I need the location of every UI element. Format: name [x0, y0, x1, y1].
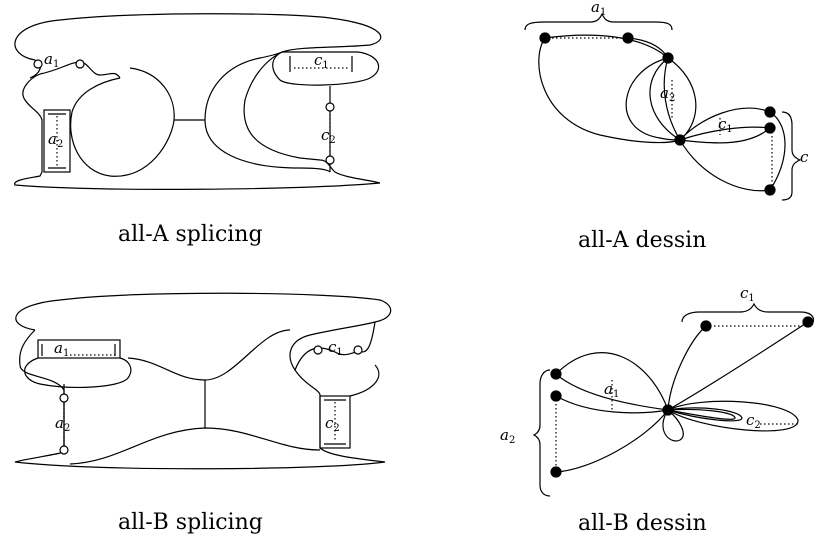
b-dessin-vertex-4: [701, 321, 711, 331]
b-dessin-petal-inner: [668, 408, 742, 421]
b-splicing-label-a2: a2: [55, 414, 71, 434]
a-splicing-a1-arc: [40, 62, 120, 78]
b-dessin-edge-5: [668, 326, 706, 410]
caption-all-b-dessin: all-B dessin: [578, 511, 707, 536]
b-splicing-right-bump: [350, 365, 379, 396]
b-dessin-brace-a2: [534, 370, 550, 496]
a-dessin-lens-left: [650, 58, 680, 140]
a-dessin-vertex-1: [540, 33, 550, 43]
a-splicing-node-3: [326, 103, 334, 111]
caption-all-a-splicing: all-A splicing: [118, 222, 263, 247]
b-dessin-small-loop: [663, 410, 683, 441]
b-dessin-vertex-3: [551, 467, 561, 477]
a-dessin-label-a1: a1: [591, 0, 607, 18]
a-splicing-diagram: [15, 14, 381, 190]
b-splicing-lower-arc: [70, 428, 320, 464]
b-dessin-brace-c1: [682, 304, 814, 322]
caption-all-a-dessin: all-A dessin: [578, 228, 707, 253]
b-dessin-label-c1: c1: [740, 284, 755, 304]
a-dessin-vertex-4: [765, 107, 775, 117]
a-splicing-outer-loop: [15, 14, 381, 190]
a-splicing-left-lobe: [71, 68, 175, 176]
a-dessin-petal-3: [680, 128, 770, 143]
a-dessin-lens-inner: [664, 58, 680, 140]
a-dessin-label-c2: c: [800, 148, 809, 166]
b-splicing-a1-box: [37, 339, 121, 359]
b-dessin-label-c2: c2: [746, 411, 761, 431]
b-dessin-label-a1: a1: [604, 380, 620, 400]
a-dessin-edge-outer: [539, 38, 680, 143]
a-splicing-a2-box: [43, 109, 71, 173]
a-dessin-brace-a1: [525, 14, 672, 30]
b-splicing-label-a1: a1: [54, 339, 70, 359]
b-dessin-vertex-5: [803, 317, 813, 327]
b-dessin-edge-2: [556, 374, 668, 410]
b-splicing-node-1: [60, 394, 68, 402]
a-splicing-label-a1: a1: [44, 50, 60, 70]
a-dessin-petal-5: [770, 112, 785, 190]
b-dessin-petal-outer: [668, 401, 798, 431]
b-splicing-a1-lobe: [25, 358, 131, 387]
a-splicing-right-lobe-lower: [205, 120, 330, 172]
b-dessin-edge-4: [556, 410, 668, 472]
b-splicing-outer-loop: [15, 293, 391, 469]
a-dessin-vertex-2: [623, 33, 633, 43]
a-dessin-petal-4: [680, 140, 770, 191]
b-dessin-diagram: [534, 304, 814, 496]
a-splicing-label-a2: a2: [48, 130, 64, 150]
a-dessin-label-a2: a2: [660, 84, 676, 104]
b-dessin-vertex-2: [551, 391, 561, 401]
a-dessin-label-c1: c1: [718, 115, 733, 135]
b-splicing-node-2: [60, 446, 68, 454]
b-splicing-c1-arc: [295, 322, 375, 370]
a-dessin-vertex-6: [765, 185, 775, 195]
b-dessin-vertex-1: [551, 369, 561, 379]
b-dessin-edge-1: [556, 353, 668, 410]
b-dessin-edge-6: [668, 322, 808, 410]
b-splicing-node-4: [354, 346, 362, 354]
a-splicing-node-2: [76, 60, 84, 68]
a-dessin-petal-1: [680, 108, 770, 140]
b-splicing-label-c2: c2: [325, 414, 340, 434]
a-dessin-vertex-center: [675, 135, 685, 145]
a-dessin-loop: [626, 58, 680, 140]
b-splicing-diagram: [15, 293, 391, 469]
a-dessin-vertex-3: [663, 53, 673, 63]
a-splicing-label-c1: c1: [314, 51, 329, 71]
b-dessin-label-a2: a2: [500, 426, 516, 446]
a-dessin-vertex-5: [765, 123, 775, 133]
b-splicing-upper-arc: [128, 330, 290, 380]
a-dessin-brace-c2: [782, 112, 800, 200]
caption-all-b-splicing: all-B splicing: [118, 510, 263, 535]
a-splicing-node-4: [326, 156, 334, 164]
b-dessin-vertex-center: [663, 405, 673, 415]
a-dessin-diagram: [525, 14, 800, 200]
b-dessin-petal-inner2: [668, 409, 735, 419]
a-dessin-edge-top: [545, 35, 668, 58]
b-splicing-c2-box: [319, 395, 351, 449]
a-splicing-label-c2: c2: [321, 126, 336, 146]
a-dessin-petal-2: [680, 127, 770, 140]
b-splicing-node-3: [314, 346, 322, 354]
a-splicing-node-1: [34, 60, 42, 68]
b-dessin-edge-3: [556, 396, 668, 413]
a-splicing-c1-lobe: [273, 52, 379, 85]
b-splicing-label-c1: c1: [328, 338, 343, 358]
